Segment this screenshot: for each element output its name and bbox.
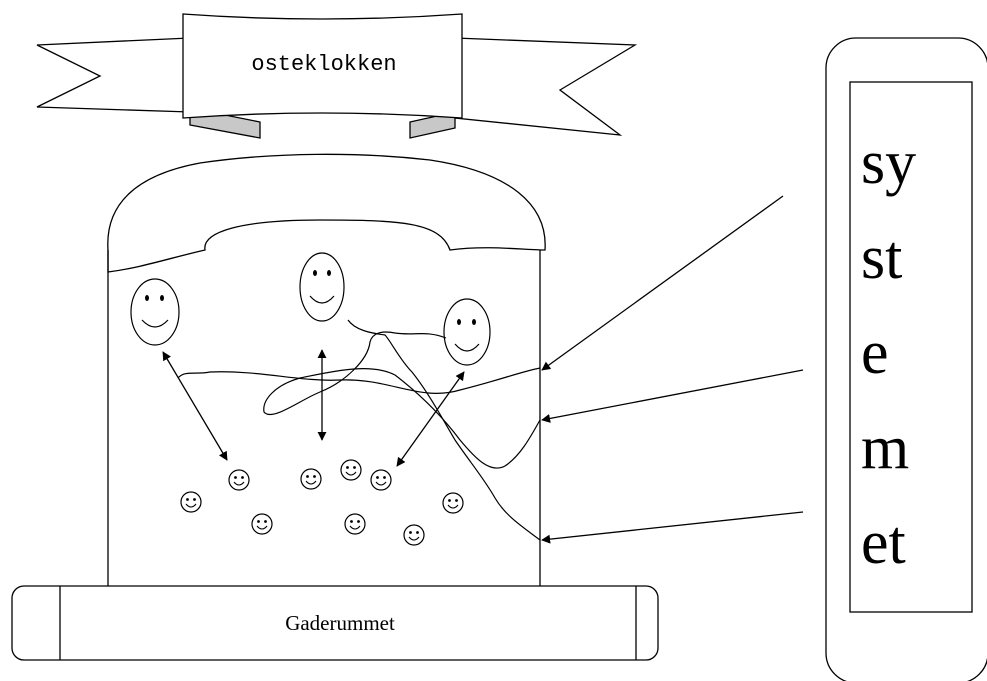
big-face-middle	[299, 252, 345, 322]
smiley-icon	[344, 513, 366, 535]
smiley-icon	[403, 524, 425, 546]
face-eye	[327, 270, 331, 276]
smiley-icon	[370, 469, 392, 491]
pointer-arrows	[541, 195, 804, 544]
crowd	[180, 459, 464, 546]
face-mouth	[309, 295, 335, 304]
smiley-face-icon	[130, 278, 180, 346]
system-letters-3: m	[861, 414, 909, 482]
face-eye	[313, 270, 317, 276]
interaction-arrows	[162, 349, 465, 467]
base-plate: Gaderummet	[11, 585, 659, 661]
arrow-icon	[162, 351, 228, 461]
wavy-line-upper	[177, 367, 541, 394]
face-eye	[160, 295, 164, 301]
smiley-icon	[228, 469, 250, 491]
banner-center	[182, 13, 463, 119]
arrow-icon	[396, 371, 465, 467]
banner: osteklokken	[36, 13, 638, 139]
smiley-icon	[340, 459, 362, 481]
face-mouth	[141, 319, 169, 328]
arrow-icon	[541, 511, 804, 544]
face-eye	[472, 319, 476, 325]
face-eye	[457, 319, 461, 325]
system-lines	[177, 319, 541, 541]
system-panel-inner	[849, 81, 973, 613]
big-face-right	[443, 298, 491, 366]
system-letters-0: sy	[861, 129, 916, 197]
face-mouth	[454, 343, 480, 352]
wavy-line-middle	[263, 331, 541, 469]
smiley-face-icon	[443, 298, 491, 366]
smiley-icon	[251, 513, 273, 535]
base-label: Gaderummet	[285, 611, 395, 635]
banner-ribbon-right	[454, 37, 638, 136]
banner-ribbon-left	[36, 37, 191, 113]
system-letters-1: st	[861, 224, 902, 292]
smiley-icon	[180, 491, 202, 513]
arrow-icon	[541, 369, 804, 423]
base-plate-outer	[11, 585, 659, 661]
face-eye	[145, 295, 149, 301]
bell-jar	[107, 153, 546, 586]
big-face-left	[130, 278, 180, 346]
banner-title: osteklokken	[251, 52, 396, 77]
smiley-face-icon	[299, 252, 345, 322]
smiley-icon	[300, 468, 322, 490]
smiley-icon	[442, 492, 464, 514]
system-letters-4: et	[861, 509, 906, 577]
system-letters-2: e	[861, 319, 889, 387]
bell-jar-handle	[107, 153, 546, 273]
system-panel: sy st e m et	[825, 37, 987, 681]
arrow-icon	[541, 195, 784, 371]
